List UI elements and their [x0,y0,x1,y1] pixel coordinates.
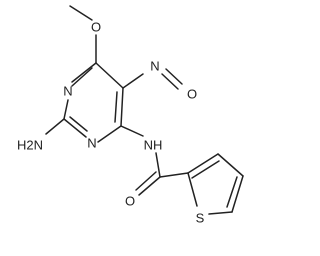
bond-th-c2-c3 [187,153,219,174]
bond-n1-c2 [63,99,69,120]
bond-c2-nh2 [45,118,65,135]
bond-c6-n1-double [71,67,93,87]
bond-c5-c6 [95,62,124,89]
chemical-structure: O N N N O H2N NH O S [17,5,244,226]
amide-nh-label: NH [144,138,163,153]
ring-nitrogen-lower-label: N [87,136,96,151]
bond-c5-n [122,73,144,89]
bond-th-c4-c5 [231,175,244,213]
bond-c-thiophene [159,172,189,178]
methoxy-oxygen-label: O [91,20,101,35]
bond-c2-n3-double [69,116,88,132]
bond-th-c2-c3-double [191,160,220,179]
bond-th-c5-s [208,211,233,215]
bond-c4-c5-double [114,91,118,123]
nitroso-nitrogen-label: N [150,59,159,74]
bond-th-c4-c5-double [226,176,238,208]
bond-n-o-double [161,73,179,90]
bond-o-ch3 [69,5,93,21]
bond-c-o [138,176,161,196]
bond-c4-nh [120,125,144,137]
bond-n-o [165,68,183,85]
bonds [45,5,244,215]
amine-label: H2N [17,138,43,153]
bond-n3-c4 [97,125,122,143]
bond-c2-n3 [63,118,87,138]
bond-nh-c [155,152,161,178]
bond-c-o-double [135,171,157,191]
thiophene-sulfur-label: S [196,211,205,226]
carbonyl-oxygen-label: O [125,194,135,209]
ring-nitrogen-upper-label: N [63,84,72,99]
nitroso-oxygen-label: O [187,87,197,102]
bond-th-c3-c4 [217,153,244,177]
bond-c6-n1 [71,62,97,83]
bond-th-s-c2 [187,172,198,207]
atom-labels: O N N N O H2N NH O S [17,20,205,226]
bond-c4-c5 [120,87,124,127]
